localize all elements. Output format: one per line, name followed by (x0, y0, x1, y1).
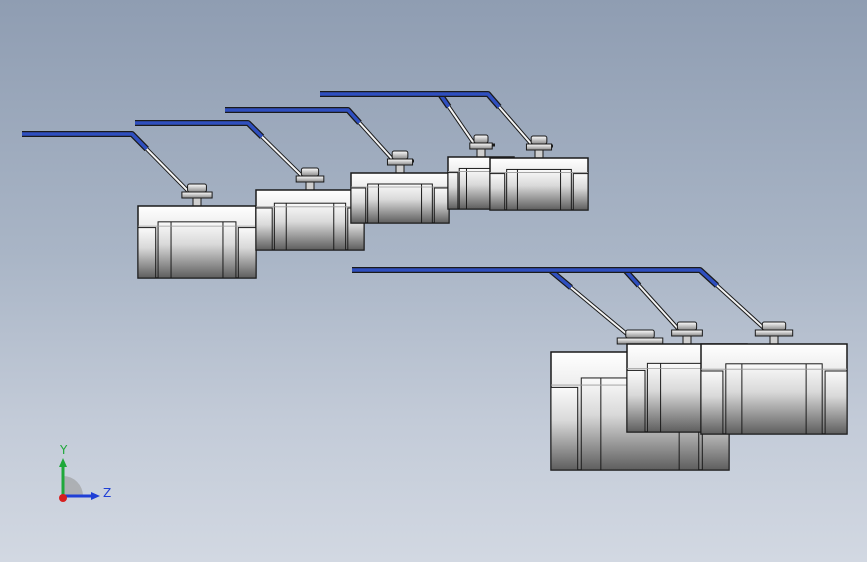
stem (192, 197, 202, 207)
stem-nut (473, 134, 489, 144)
ball-valve-2 (135, 120, 365, 251)
handle-outline (360, 91, 502, 109)
stem-nut (530, 135, 548, 145)
coordinate-triad: Y Z (50, 440, 120, 510)
end-cap-left (700, 370, 724, 435)
handle-rod (570, 286, 635, 341)
stem (395, 164, 405, 174)
handle-rod (716, 284, 769, 333)
end-cap-left (489, 173, 506, 211)
end-cap-left (137, 227, 157, 279)
ball-valve-8 (535, 267, 848, 435)
stem (769, 335, 779, 345)
handle-rod (498, 106, 534, 147)
stem (476, 148, 486, 158)
end-cap-right (237, 227, 257, 279)
stem-washer (181, 191, 213, 199)
handle-grip (225, 108, 361, 124)
stem-nut (391, 150, 409, 160)
handle-rod (146, 148, 192, 195)
stem-nut (187, 183, 207, 193)
y-axis-arrow (59, 458, 67, 467)
stem-washer (616, 337, 664, 345)
handle-grip (535, 268, 719, 287)
end-cap-right (433, 187, 450, 224)
end-cap-left (550, 386, 579, 471)
end-cap-left (350, 187, 367, 224)
stem (534, 149, 544, 159)
handle-outline (22, 131, 149, 152)
z-axis-arrow (91, 492, 100, 500)
center-section (725, 363, 823, 435)
ball-valve-1 (22, 131, 257, 279)
ball-valve-5 (360, 91, 589, 211)
stem-nut (300, 167, 320, 177)
end-cap-left (447, 172, 459, 210)
stem-washer (386, 158, 414, 166)
handle-grip (135, 121, 264, 138)
handle-rod (261, 136, 305, 179)
handle-rod (447, 106, 476, 146)
center-section (273, 202, 347, 251)
stem-washer (671, 329, 703, 337)
stem-washer (295, 175, 325, 183)
stem-washer (469, 142, 493, 150)
x-axis-dot (59, 494, 67, 502)
center-section (157, 221, 237, 279)
y-axis-label: Y (59, 443, 68, 457)
center-section (506, 168, 572, 211)
end-cap-right (572, 173, 589, 211)
stem-washer (754, 329, 794, 337)
stem-washer (525, 143, 553, 151)
stem-nut (625, 329, 655, 339)
handle-outline (135, 120, 265, 139)
handle-rod (638, 284, 682, 333)
stem (682, 335, 692, 345)
end-cap-right (824, 370, 848, 435)
handle-rod (358, 122, 395, 162)
triad-plane-shading (63, 476, 83, 496)
end-cap-left (255, 207, 273, 251)
stem-nut (676, 321, 698, 331)
z-axis-label: Z (103, 486, 111, 500)
handle-grip (360, 92, 501, 109)
center-section (367, 183, 433, 224)
stem (305, 181, 315, 191)
stem-nut (761, 321, 787, 331)
end-cap-left (626, 369, 646, 433)
handle-grip (22, 132, 148, 151)
